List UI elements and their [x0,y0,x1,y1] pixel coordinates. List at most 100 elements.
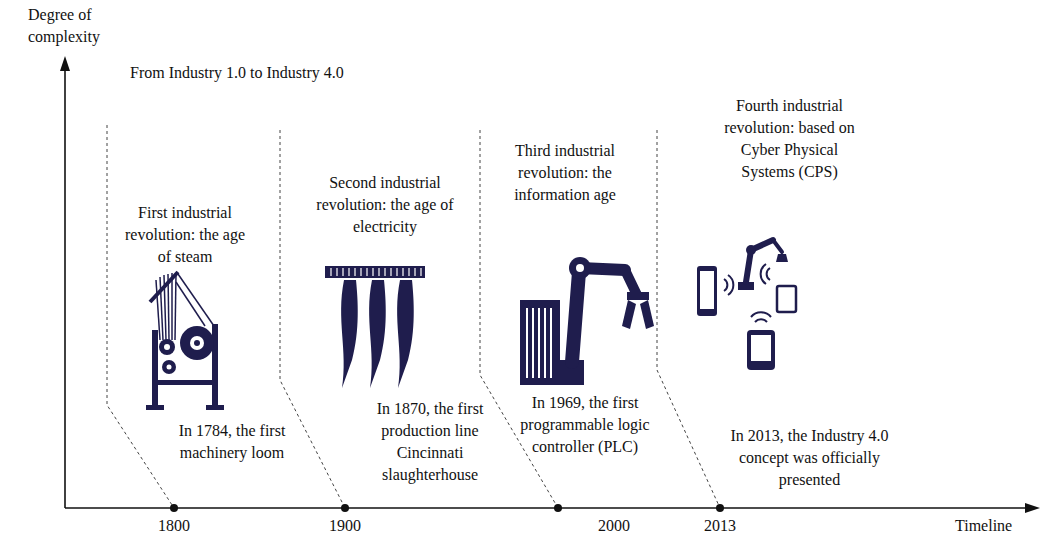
era-heading-box: Fourth industrial revolution: based on C… [722,95,857,183]
robot-arm-icon-part [640,300,654,329]
timeline-dot-part [554,504,562,512]
cps-icons-part-part [755,319,767,322]
tick-label: 2013 [700,515,740,537]
loom-icon-part-part [168,274,169,340]
production-line-icon-part-part [342,268,343,276]
loom-icon-part [152,330,158,410]
production-line-icon-part-part [384,268,385,276]
tick-label-box: 1900 [325,515,365,537]
tick-label: 2000 [594,515,634,537]
robot-arm-icon-part [627,292,649,300]
loom-icon-part [194,340,200,346]
production-line-icon-part [325,266,425,278]
axis-title: Timeline [955,515,1012,537]
cps-icons-part [697,266,717,316]
loom-icon [146,272,224,410]
tick-label: 1900 [325,515,365,537]
production-line-icon-part-part [390,268,391,276]
production-line-icon-part-part [354,268,355,276]
cps-icons-part [773,240,782,252]
production-line-icon-part-part [414,268,415,276]
era-milestone: In 1870, the first production line Cinci… [368,398,492,486]
era-milestone: In 1969, the first programmable logic co… [520,392,650,458]
cps-icons-part [751,335,771,361]
loom-icon-part [180,326,214,360]
timeline-dot [170,504,724,512]
era-milestone-box: In 1784, the first machinery loom [172,420,292,464]
production-line-icon-part-part [420,268,421,276]
era-divider [657,130,720,508]
era-divider [107,125,720,508]
chart-title-box: From Industry 1.0 to Industry 4.0 [130,62,344,84]
cps-icons-part [777,286,796,312]
robot-arm-icon-part-part [538,308,540,378]
production-line-icon-part [331,268,421,276]
loom-icon-part [162,360,176,374]
loom-icon-part-part [171,273,173,340]
cps-icons-part [700,271,714,309]
robot-arm-icon-part [572,272,579,362]
production-line-icon-part [369,280,386,388]
cps-icons-part-part [767,268,770,280]
axis-arrowheads [60,56,1040,513]
loom-icon-part [167,365,172,370]
production-line-icon-part-part [402,268,403,276]
timeline-dot-part [716,504,724,512]
robot-arm-icon [520,257,654,385]
loom-icon-part-part [160,277,163,340]
production-line-icon-part [341,280,358,388]
tick-label-box: 2000 [594,515,634,537]
robot-arm-icon-part [576,264,584,272]
cps-icons-part-part [728,275,733,295]
production-line-icon-part-part [360,268,361,276]
loom-icon-part [146,405,164,410]
robot-arm-icon-part [569,257,591,279]
production-line-icon [325,266,425,388]
timeline-dot-part [341,504,349,512]
timeline-dot-part [170,504,178,512]
era-heading: Second industrial revolution: the age of… [310,172,460,238]
production-line-icon-part-part [336,268,337,276]
loom-icon-part [212,324,218,410]
production-line-icon-part-part [378,268,379,276]
loom-icon-part [190,336,204,350]
era-milestone: In 2013, the Industry 4.0 concept was of… [717,425,902,491]
robot-arm-icon-part [622,300,636,329]
cps-icons-part-part [724,279,727,291]
production-line-icon-part-part [396,268,397,276]
cps-icons-part-part [751,312,771,317]
x-arrowhead [1025,503,1040,513]
robot-arm-icon-part [527,308,551,378]
loom-icon-part [206,405,224,410]
y-arrowhead [60,56,70,71]
cps-icons [697,240,796,370]
era-heading: First industrial revolution: the age of … [120,202,250,268]
loom-icon-part-part [176,282,205,326]
production-line-icon-part-part [372,268,373,276]
production-line-icon-part-part [366,268,367,276]
era-milestone-box: In 1969, the first programmable logic co… [520,392,650,458]
axis-title-box: Timeline [955,515,1012,537]
era-milestone-box: In 1870, the first production line Cinci… [368,398,492,486]
era-heading-box: Second industrial revolution: the age of… [310,172,460,238]
robot-arm-icon-part-part [526,308,528,378]
loom-icon-part [159,339,175,355]
cps-icons-part [776,254,788,262]
cps-icons-part-part [761,264,766,284]
tick-label-box: 2013 [700,515,740,537]
loom-icon-part-part [178,274,214,326]
era-heading: Fourth industrial revolution: based on C… [722,95,857,183]
production-line-icon-part-part [408,268,409,276]
axis-title: Degree of complexity [28,4,123,48]
era-milestone-box: In 2013, the Industry 4.0 concept was of… [717,425,902,491]
production-line-icon-part [397,280,414,388]
chart-title: From Industry 1.0 to Industry 4.0 [130,62,344,84]
loom-icon-part [164,344,170,350]
robot-arm-icon-part-part [544,308,546,378]
cps-icons-part [724,264,771,322]
production-line-icon-part-part [330,268,331,276]
loom-icon-part [152,380,218,385]
loom-icon-part-part [164,275,166,340]
tick-label-box: 1800 [154,515,194,537]
